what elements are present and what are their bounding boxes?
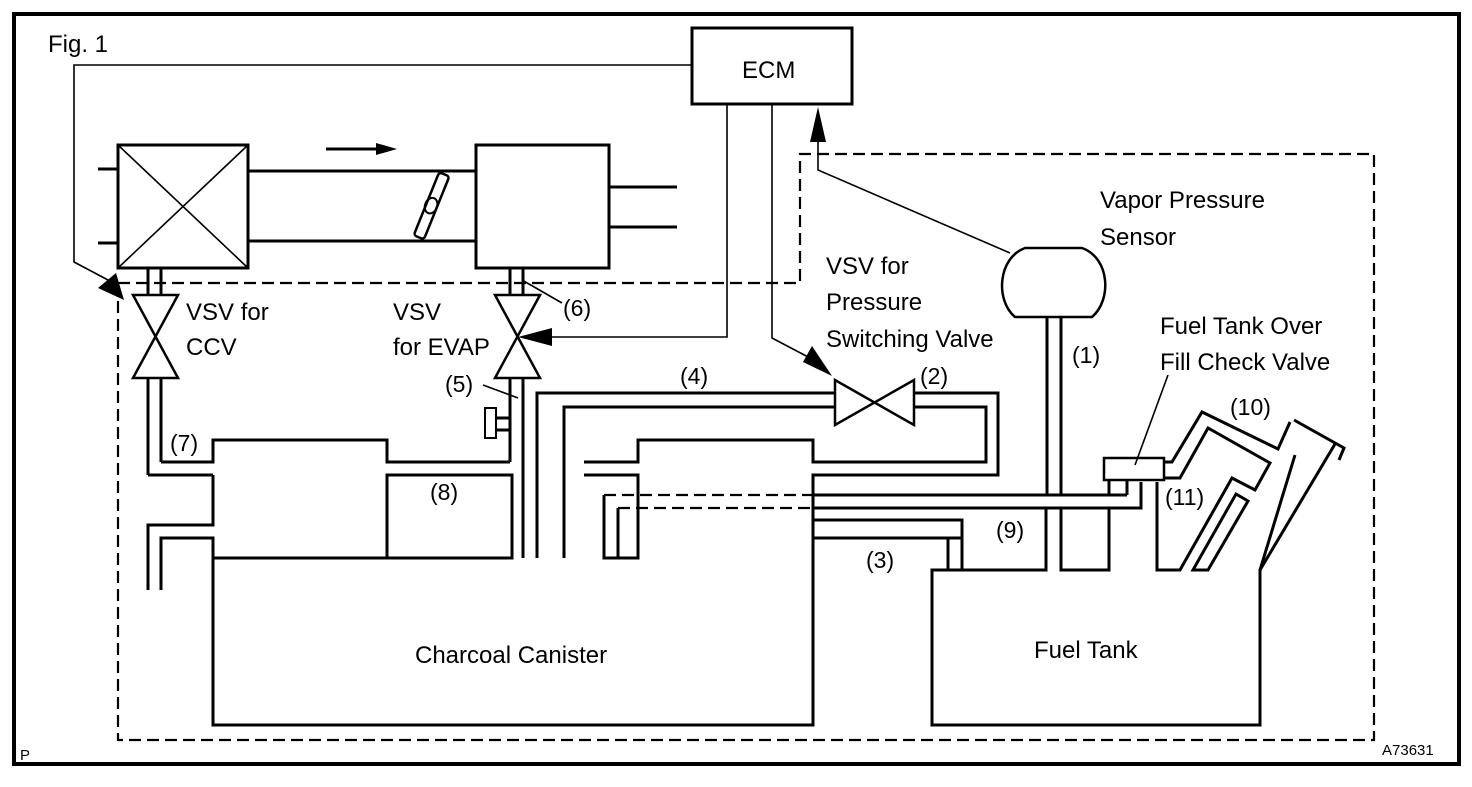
callout-2: (2) bbox=[920, 363, 948, 389]
callout-3: (3) bbox=[866, 547, 894, 573]
over-fill-check-valve bbox=[1102, 374, 1169, 495]
vapor-pressure-sensor bbox=[1000, 246, 1107, 495]
ecm-label: ECM bbox=[742, 57, 795, 84]
vsv-ccv-label-2: CCV bbox=[186, 334, 237, 361]
fuel-tank-label: Fuel Tank bbox=[1034, 637, 1139, 664]
airflow-arrow-icon bbox=[376, 143, 397, 155]
pipe-3 bbox=[811, 536, 964, 725]
filler-neck bbox=[1258, 443, 1337, 571]
callout-6: (6) bbox=[563, 295, 591, 321]
wire-ecm-evap bbox=[548, 104, 728, 338]
pipe-9-dashed bbox=[604, 493, 813, 510]
vsv-psv-label-1: VSV for bbox=[826, 253, 909, 280]
pipe-1-tank bbox=[1059, 508, 1111, 572]
charcoal-canister-label: Charcoal Canister bbox=[415, 642, 607, 669]
wire-ecm-ccv bbox=[73, 64, 692, 281]
pipe-10 bbox=[1164, 410, 1346, 464]
pipe-4-inner bbox=[562, 405, 988, 558]
callout-9: (9) bbox=[996, 517, 1024, 543]
vsv-psv-valve bbox=[833, 377, 916, 428]
pipe-canister-mid bbox=[584, 473, 640, 560]
filler-inner bbox=[1190, 491, 1251, 572]
vsv-psv-label-3: Switching Valve bbox=[826, 326, 994, 353]
arrow-psv-icon bbox=[803, 346, 832, 376]
figure-frame bbox=[12, 12, 1461, 766]
arrow-evap-icon bbox=[518, 328, 552, 346]
callout-4: (4) bbox=[680, 363, 708, 389]
wire-ecm-psv bbox=[771, 104, 811, 359]
vsv-ccv-valve bbox=[130, 268, 181, 475]
callout-7: (7) bbox=[170, 430, 198, 456]
callout-10: (10) bbox=[1230, 394, 1271, 420]
arrow-ecm-icon bbox=[810, 107, 826, 142]
callout-1: (1) bbox=[1072, 342, 1100, 368]
vsv-ccv-label-1: VSV for bbox=[186, 299, 269, 326]
over-fill-check-valve-label-1: Fuel Tank Over bbox=[1160, 313, 1322, 340]
wire-sensor-ecm bbox=[817, 130, 1011, 254]
figure-id: A73631 bbox=[1382, 742, 1434, 759]
callout-11: (11) bbox=[1165, 484, 1204, 510]
corner-mark: P bbox=[20, 747, 30, 764]
vapor-pressure-sensor-label-1: Vapor Pressure bbox=[1100, 187, 1265, 214]
arrow-ccv-icon bbox=[98, 273, 124, 300]
intake-manifold bbox=[474, 143, 677, 270]
leader-5 bbox=[482, 384, 519, 399]
canister-port-left bbox=[146, 475, 215, 590]
ecm-box: ECM bbox=[690, 26, 854, 106]
callout-8: (8) bbox=[430, 479, 458, 505]
air-cleaner bbox=[98, 143, 250, 270]
vsv-evap-valve bbox=[484, 268, 543, 558]
pipe-9 bbox=[602, 482, 1143, 558]
fuel-tank: Fuel Tank bbox=[930, 454, 1297, 727]
pipe-7 bbox=[161, 438, 510, 464]
vapor-pressure-sensor-label-2: Sensor bbox=[1100, 224, 1176, 251]
charcoal-canister: Charcoal Canister bbox=[211, 538, 815, 727]
over-fill-check-valve-label-2: Fill Check Valve bbox=[1160, 349, 1330, 376]
vsv-evap-label-2: for EVAP bbox=[393, 334, 490, 361]
pipe-11 bbox=[1155, 425, 1273, 572]
callout-5: (5) bbox=[445, 371, 473, 397]
throttle-valve-icon bbox=[413, 171, 450, 240]
vsv-evap-label-1: VSV bbox=[393, 299, 441, 326]
dashed-boundary bbox=[116, 152, 1376, 742]
figure-title: Fig. 1 bbox=[48, 31, 108, 58]
vsv-psv-label-2: Pressure bbox=[826, 289, 922, 316]
leader-6 bbox=[521, 279, 563, 304]
